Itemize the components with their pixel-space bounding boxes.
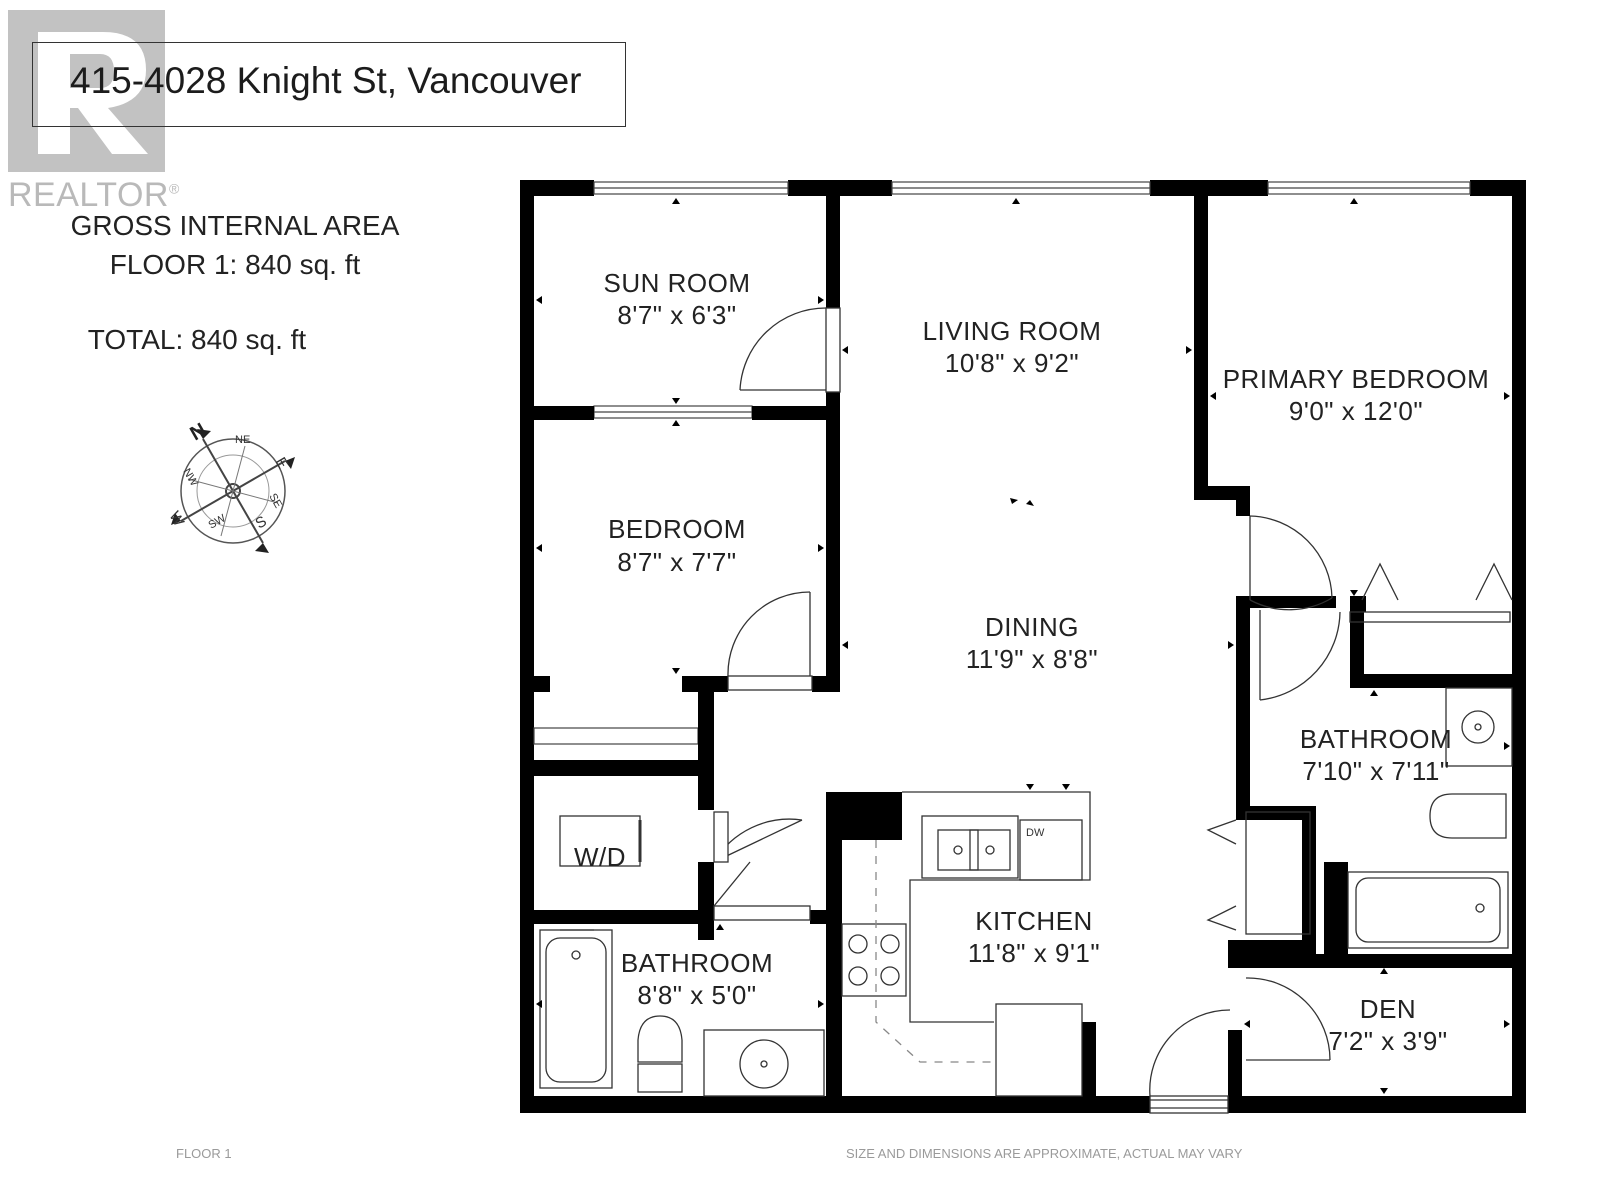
ensuite-bathroom-dims: 7'10" x 7'11" <box>1302 756 1449 786</box>
dining-dims: 11'9" x 8'8" <box>966 644 1098 674</box>
doors <box>713 307 1341 1114</box>
den-dims: 7'2" x 3'9" <box>1328 1026 1447 1056</box>
main-bathroom-fixtures <box>539 929 825 1097</box>
footer-floor-label: FLOOR 1 <box>176 1146 232 1161</box>
bedroom-dims: 8'7" x 7'7" <box>617 547 736 577</box>
exterior-walls <box>520 180 1526 1113</box>
washer-dryer-icon <box>559 815 642 867</box>
ensuite-bathroom-name: BATHROOM <box>1300 724 1452 754</box>
area-floor: FLOOR 1: 840 sq. ft <box>109 249 361 280</box>
footer-disclaimer: SIZE AND DIMENSIONS ARE APPROXIMATE, ACT… <box>846 1146 1243 1161</box>
den-name: DEN <box>1360 994 1416 1024</box>
compass-ne: NE <box>235 434 250 446</box>
dimension-ticks <box>536 198 1510 1094</box>
dishwasher-icon <box>1019 819 1083 881</box>
fridge-icon <box>995 1003 1083 1097</box>
sun-room-name: SUN ROOM <box>604 268 751 298</box>
address-title: 415-4028 Knight St, Vancouver <box>70 60 582 101</box>
dining-name: DINING <box>985 612 1079 642</box>
compass-icon: N NE E SE S SW W NW <box>166 419 295 553</box>
area-total: TOTAL: 840 sq. ft <box>87 324 307 355</box>
ensuite-fixtures <box>1206 562 1513 949</box>
address-box <box>32 42 626 127</box>
washer-dryer-label: W/D <box>574 842 626 872</box>
interior-walls <box>534 180 1526 1096</box>
compass-e: E <box>272 455 292 472</box>
kitchen-name: KITCHEN <box>975 906 1093 936</box>
compass-sw: SW <box>207 512 229 532</box>
dishwasher-label: DW <box>1026 827 1045 839</box>
realtor-logo <box>8 10 165 172</box>
primary-bedroom-name: PRIMARY BEDROOM <box>1223 364 1490 394</box>
main-bathroom-name: BATHROOM <box>621 948 773 978</box>
living-room-name: LIVING ROOM <box>923 316 1102 346</box>
living-room-dims: 10'8" x 9'2" <box>945 348 1079 378</box>
compass-w: W <box>166 509 188 530</box>
main-bathroom-dims: 8'8" x 5'0" <box>637 980 756 1010</box>
area-heading: GROSS INTERNAL AREA <box>70 210 400 241</box>
kitchen-fixtures <box>841 791 1091 1097</box>
primary-bedroom-dims: 9'0" x 12'0" <box>1289 396 1423 426</box>
kitchen-dims: 11'8" x 9'1" <box>968 938 1100 968</box>
compass-n: N <box>187 419 211 445</box>
bedroom-name: BEDROOM <box>608 514 746 544</box>
realtor-wordmark: REALTOR® <box>8 176 180 214</box>
sun-room-dims: 8'7" x 6'3" <box>617 300 736 330</box>
